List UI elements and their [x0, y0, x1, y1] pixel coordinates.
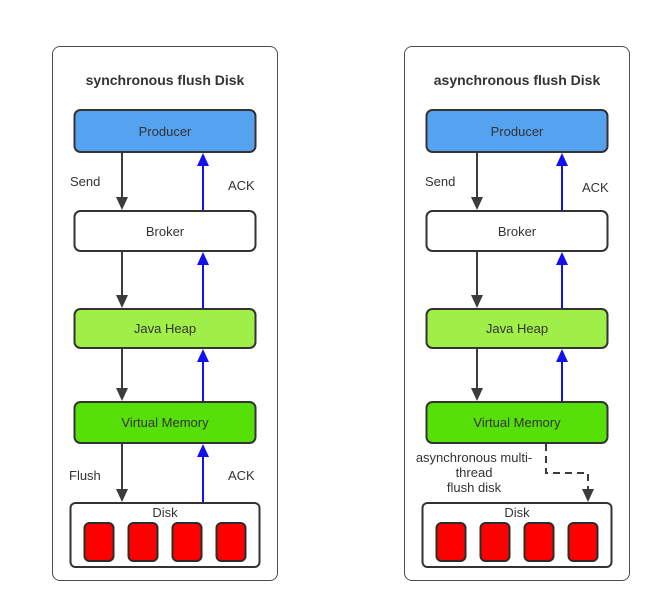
disk-node: Disk [69, 502, 261, 568]
virtual-memory-node: Virtual Memory [425, 401, 609, 444]
disk-block [435, 522, 467, 562]
ack-label: ACK [582, 180, 609, 195]
node-label: Java Heap [485, 321, 549, 336]
node-label: Broker [497, 223, 537, 239]
node-label: Java Heap [133, 321, 197, 336]
flush-note: asynchronous multi- thread flush disk [407, 450, 541, 495]
panel-title: synchronous flush Disk [85, 72, 245, 88]
disk-blocks [424, 522, 611, 562]
dashed-flush-arrow [545, 444, 594, 502]
disk-block [127, 522, 159, 562]
javaheap-to-virtualmemory-arrow [471, 349, 483, 401]
panel-title: asynchronous flush Disk [433, 72, 601, 88]
node-label: Broker [145, 223, 185, 239]
node-label: Producer [138, 123, 192, 139]
ack-label: ACK [228, 468, 255, 483]
panel-asynchronous-flush: asynchronous flush Disk [404, 46, 630, 581]
node-label: Producer [490, 123, 544, 139]
producer-node: Producer [73, 109, 257, 153]
producer-node: Producer [425, 109, 609, 153]
ack-arrow-javaheap-broker [556, 252, 568, 308]
send-label: Send [425, 174, 456, 189]
virtual-memory-node: Virtual Memory [73, 401, 257, 444]
broker-to-javaheap-arrow [471, 252, 483, 308]
flush-note-line: flush disk [446, 480, 502, 495]
ack-arrow-virtualmemory-javaheap [197, 349, 209, 401]
flush-arrow [116, 444, 128, 502]
send-label: Send [70, 174, 101, 189]
disk-block [523, 522, 555, 562]
disk-blocks [72, 522, 259, 562]
disk-block [215, 522, 247, 562]
flush-label: Flush [69, 468, 101, 483]
ack-arrow-broker-producer [197, 153, 209, 210]
javaheap-to-virtualmemory-arrow [116, 349, 128, 401]
broker-to-javaheap-arrow [116, 252, 128, 308]
ack-arrow-javaheap-broker [197, 252, 209, 308]
ack-arrow-disk-virtualmemory [197, 444, 209, 502]
ack-label: ACK [228, 178, 255, 193]
disk-block [83, 522, 115, 562]
disk-block [567, 522, 599, 562]
panel-synchronous-flush: synchronous flush Disk [52, 46, 278, 581]
java-heap-node: Java Heap [425, 308, 609, 349]
disk-block [171, 522, 203, 562]
send-arrow [116, 153, 128, 210]
flush-note-line: thread [455, 465, 493, 480]
ack-arrow-virtualmemory-javaheap [556, 349, 568, 401]
node-label: Virtual Memory [473, 415, 561, 430]
broker-node: Broker [73, 210, 257, 252]
disk-block [479, 522, 511, 562]
node-label: Disk [152, 505, 178, 520]
send-arrow [471, 153, 483, 210]
broker-node: Broker [425, 210, 609, 252]
node-label: Disk [504, 505, 530, 520]
node-label: Virtual Memory [121, 415, 209, 430]
flush-note-line: asynchronous multi- [415, 450, 533, 465]
java-heap-node: Java Heap [73, 308, 257, 349]
disk-node: Disk [421, 502, 613, 568]
ack-arrow-broker-producer [556, 153, 568, 210]
